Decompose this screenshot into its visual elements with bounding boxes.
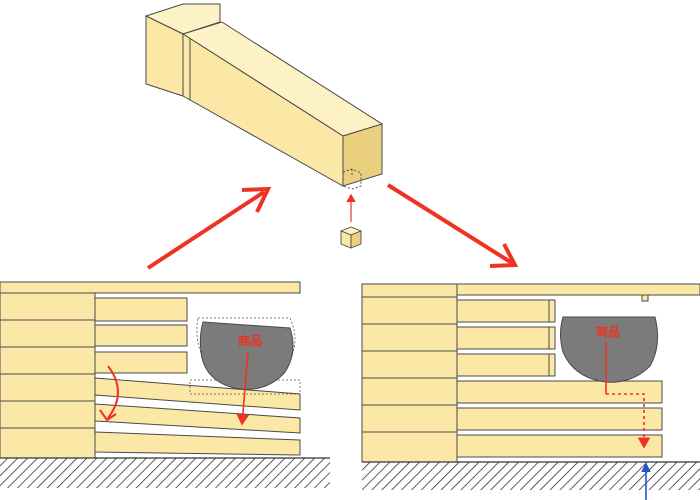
left-upper-slats (94, 297, 188, 374)
right-top-plank (456, 283, 700, 296)
right-ground (362, 462, 700, 490)
right-product-label: 商品 (596, 324, 620, 339)
arrow-right-down (386, 183, 519, 268)
right-product-path-dashed (606, 393, 651, 449)
right-shelf-diagram (361, 283, 700, 490)
left-product-fall-arrow (236, 351, 250, 426)
beam-3d-illustration (144, 3, 384, 190)
right-lower-slats (456, 380, 663, 458)
left-ground (0, 458, 330, 488)
arrow-left-up (146, 186, 272, 270)
left-top-plank (0, 281, 301, 294)
left-product-label: 商品 (238, 333, 262, 348)
right-column-boards (361, 283, 458, 463)
right-upper-slats (456, 299, 556, 377)
left-shelf-diagram (0, 281, 330, 488)
right-top-peg (641, 294, 649, 302)
curved-arrow-icon (107, 365, 119, 419)
left-column-boards (0, 292, 96, 459)
left-tilted-slats (94, 377, 301, 456)
curved-arrow-head (99, 409, 117, 422)
small-cube-icon (339, 226, 363, 249)
left-product-bowl (199, 321, 294, 390)
cube-slot-dashed (342, 168, 362, 190)
beam-main-end (342, 123, 383, 187)
